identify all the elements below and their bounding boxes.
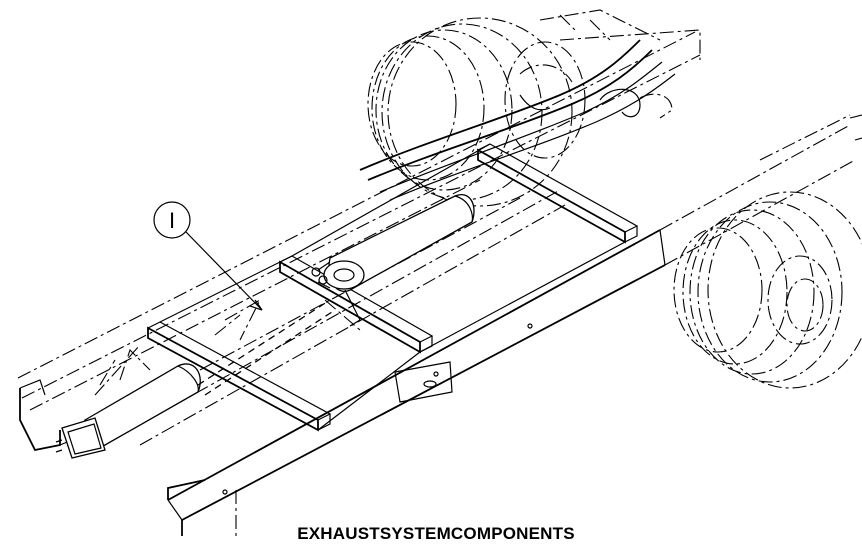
diagram-caption: EXHAUSTSYSTEMCOMPONENTS [297,524,575,543]
callout-1: I [153,201,263,311]
frame-rails [17,29,862,536]
exhaust-pipes [359,9,676,201]
callout-label: I [169,208,175,233]
catalytic-converter [55,298,336,459]
muffler [311,194,475,331]
front-wheel-assembly [673,191,862,389]
crossmembers [147,143,639,432]
